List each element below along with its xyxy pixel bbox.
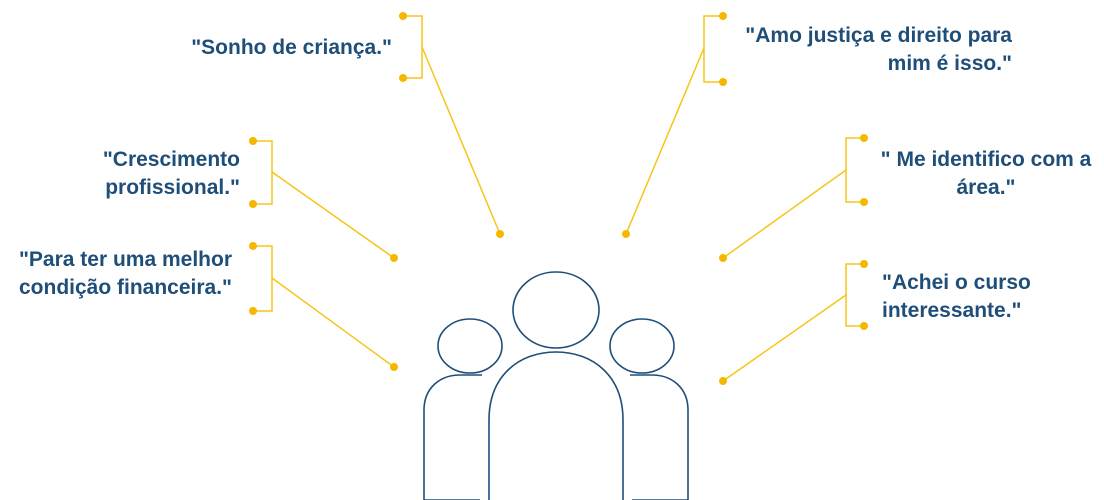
quote-curso: "Achei o curso interessante." <box>882 269 1031 325</box>
dot <box>249 307 257 315</box>
quote-crescimento-line-2: profissional." <box>105 176 240 199</box>
dot <box>860 322 868 330</box>
quote-amo: "Amo justiça e direito para mim é isso." <box>745 22 1012 78</box>
quote-identifico-line-1: " Me identifico com a <box>880 148 1092 171</box>
connectors <box>253 15 864 382</box>
dot <box>496 230 504 238</box>
quote-curso-line-2: interessante." <box>882 299 1022 322</box>
dot <box>249 137 257 145</box>
center-person-head-icon <box>512 271 600 349</box>
dot <box>719 78 727 86</box>
dot <box>860 260 868 268</box>
dot <box>399 12 407 20</box>
connector-sonho <box>403 15 423 79</box>
quote-sonho: "Sonho de criança." <box>191 34 392 62</box>
left-person-body-icon <box>423 374 482 500</box>
dot <box>860 134 868 142</box>
connector-condicao <box>253 245 273 312</box>
quote-amo-line-1: "Amo justiça e direito para <box>745 24 1012 47</box>
left-person-head-icon <box>437 318 503 374</box>
dot <box>390 363 398 371</box>
connector-amo <box>703 15 723 83</box>
dot <box>860 198 868 206</box>
dot <box>719 254 727 262</box>
connector-crescimento <box>253 140 273 205</box>
connector-identifico <box>845 137 864 203</box>
quote-amo-line-2: mim é isso." <box>887 52 1012 75</box>
right-person-body-icon <box>630 374 689 500</box>
dot <box>719 12 727 20</box>
quote-condicao-line-2: condição financeira." <box>18 276 232 299</box>
dot <box>719 377 727 385</box>
quote-crescimento: "Crescimento profissional." <box>103 146 240 202</box>
quote-identifico: " Me identifico com a área." <box>878 146 1094 202</box>
quote-curso-line-1: "Achei o curso <box>882 271 1031 294</box>
dot <box>249 242 257 250</box>
quote-sonho-line-1: "Sonho de criança." <box>191 36 392 59</box>
dot <box>390 254 398 262</box>
right-person-head-icon <box>609 318 675 374</box>
quote-crescimento-line-1: "Crescimento <box>102 148 240 171</box>
quote-identifico-line-2: área." <box>956 176 1016 199</box>
connector-dots <box>249 12 868 385</box>
dot <box>249 200 257 208</box>
quote-condicao: "Para ter uma melhor condição financeira… <box>19 246 232 302</box>
dot <box>399 74 407 82</box>
quote-condicao-line-1: "Para ter uma melhor <box>18 248 232 271</box>
dot <box>622 230 630 238</box>
connector-curso <box>845 263 864 327</box>
people-group-icon <box>423 271 689 500</box>
center-person-body-icon <box>488 351 624 500</box>
